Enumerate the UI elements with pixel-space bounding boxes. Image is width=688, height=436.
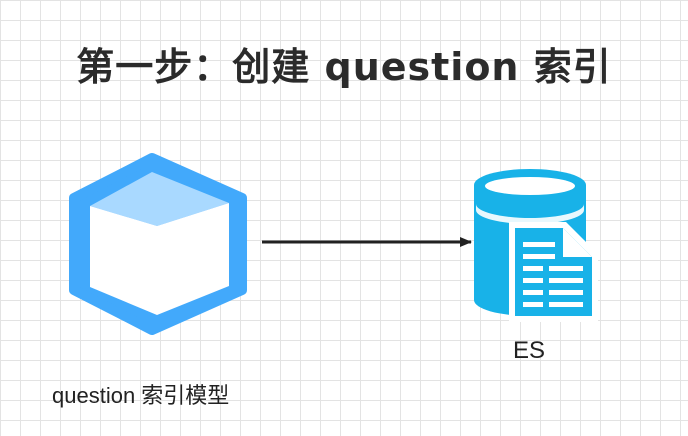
database-document-icon[interactable] xyxy=(474,169,598,322)
cube-icon[interactable] xyxy=(69,153,247,335)
es-node-label: ES xyxy=(513,337,546,364)
model-node-label: question 索引模型 xyxy=(52,383,230,408)
diagram-title: 第一步：创建 question 索引 xyxy=(76,45,612,89)
